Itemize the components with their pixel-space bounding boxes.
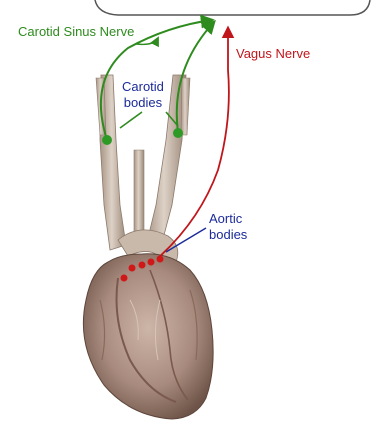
brain-outline bbox=[95, 0, 370, 15]
heart bbox=[83, 254, 213, 419]
aortic-bodies-label: Aortic bodies bbox=[209, 211, 247, 243]
vagus-nerve-label: Vagus Nerve bbox=[236, 46, 310, 62]
carotid-body-left bbox=[102, 135, 112, 145]
carotid-sinus-nerve-label: Carotid Sinus Nerve bbox=[18, 24, 134, 40]
carotid-bodies-label: Carotid bodies bbox=[122, 79, 164, 111]
carotid-body-right bbox=[173, 128, 183, 138]
